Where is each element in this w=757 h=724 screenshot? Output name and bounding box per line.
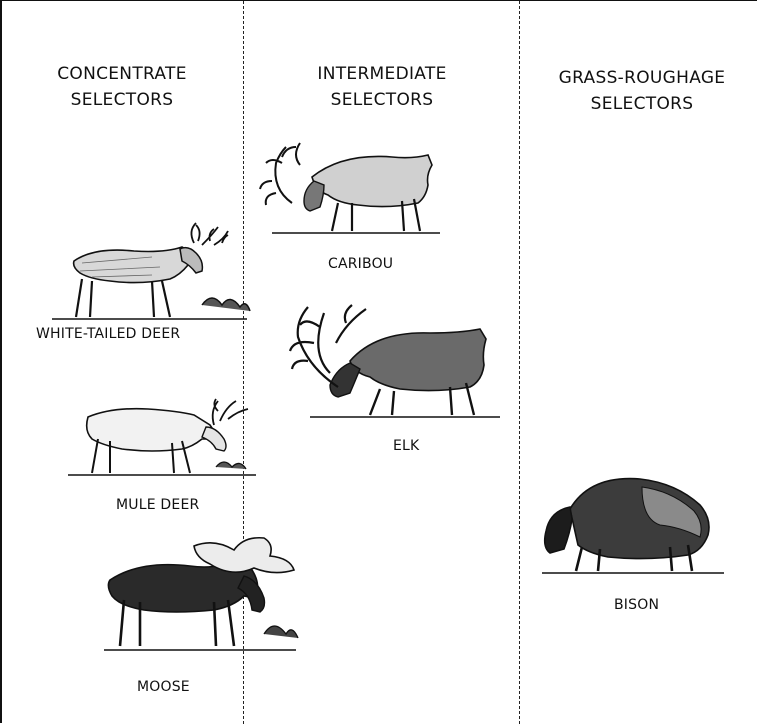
header-line-1: GRASS-ROUGHAGE bbox=[537, 65, 747, 91]
header-line-2: SELECTORS bbox=[22, 87, 222, 113]
label-white-tailed-deer: WHITE-TAILED DEER bbox=[36, 326, 180, 342]
moose-illustration bbox=[104, 536, 302, 656]
header-line-2: SELECTORS bbox=[537, 91, 747, 117]
caribou-illustration bbox=[252, 141, 442, 237]
mule-deer-illustration bbox=[68, 389, 258, 479]
bison-illustration bbox=[542, 469, 727, 577]
white-tailed-deer-illustration bbox=[52, 223, 252, 323]
header-line-2: SELECTORS bbox=[282, 87, 482, 113]
label-mule-deer: MULE DEER bbox=[116, 497, 199, 513]
header-line-1: INTERMEDIATE bbox=[282, 61, 482, 87]
header-intermediate-selectors: INTERMEDIATE SELECTORS bbox=[282, 61, 482, 113]
header-line-1: CONCENTRATE bbox=[22, 61, 222, 87]
label-moose: MOOSE bbox=[137, 679, 190, 695]
header-concentrate-selectors: CONCENTRATE SELECTORS bbox=[22, 61, 222, 113]
label-bison: BISON bbox=[614, 597, 659, 613]
column-divider-right bbox=[519, 1, 520, 724]
elk-illustration bbox=[290, 303, 502, 421]
label-elk: ELK bbox=[393, 438, 419, 454]
label-caribou: CARIBOU bbox=[328, 256, 393, 272]
header-grass-roughage-selectors: GRASS-ROUGHAGE SELECTORS bbox=[537, 65, 747, 117]
